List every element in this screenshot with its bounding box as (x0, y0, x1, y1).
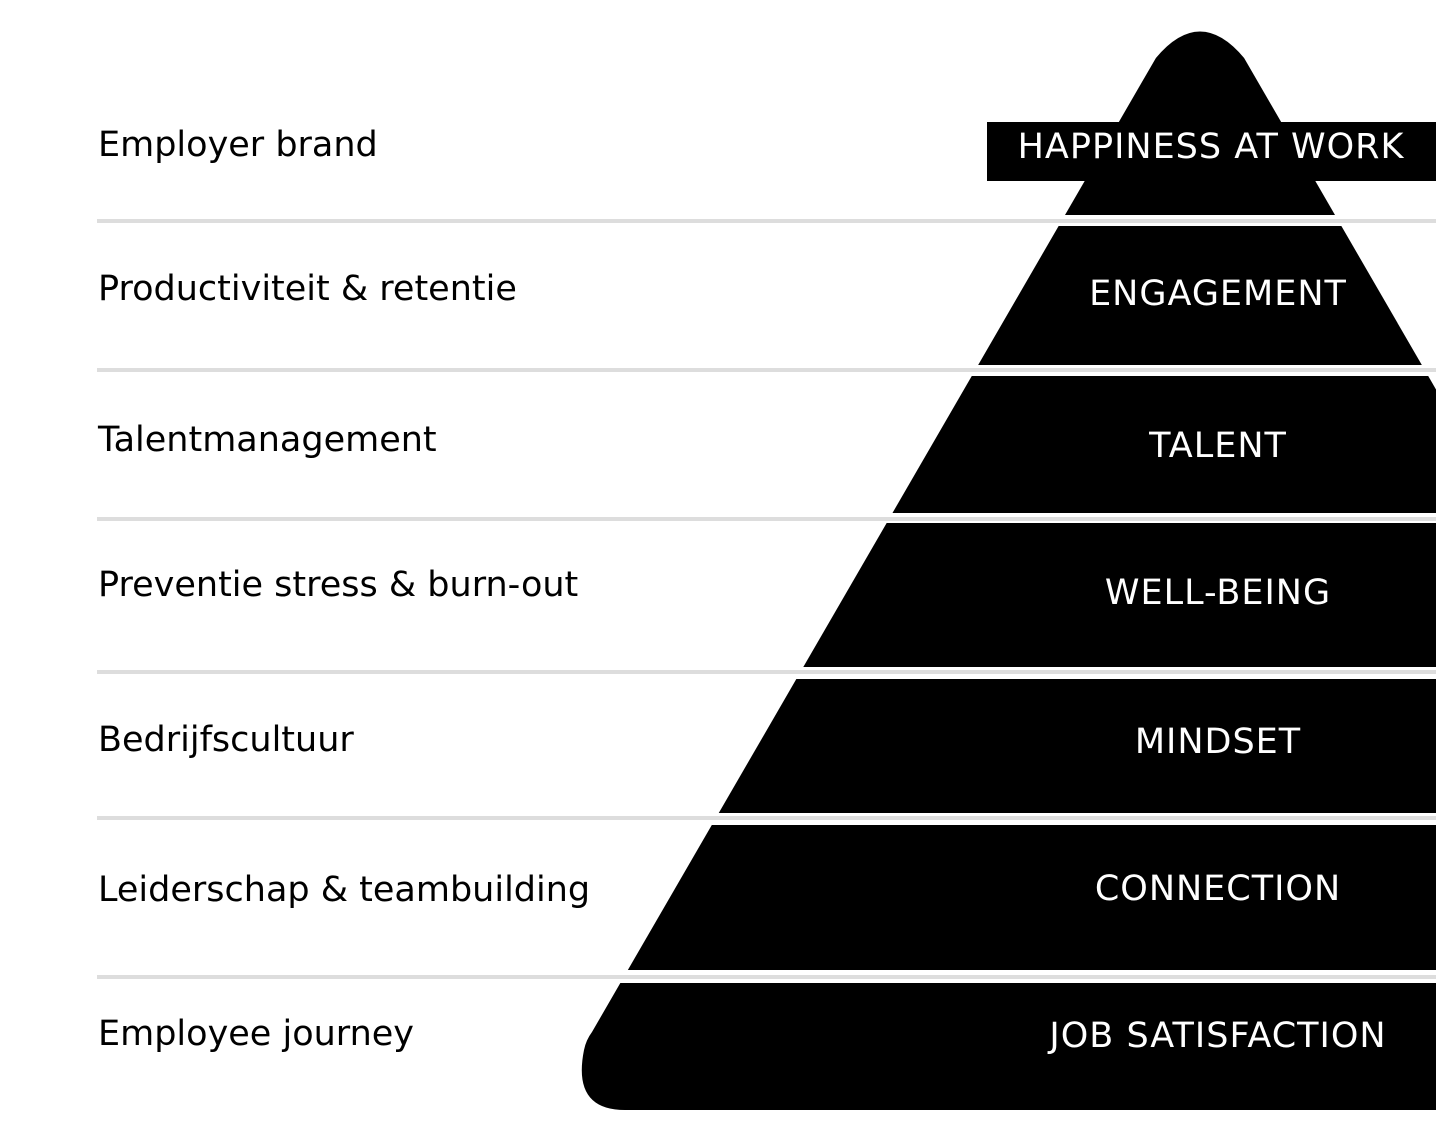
pyramid-level-label: HAPPINESS AT WORK (1017, 127, 1405, 167)
separator-line (97, 975, 1436, 979)
row-description: Leiderschap & teambuilding (98, 870, 591, 910)
pyramid-level-3 (892, 376, 1436, 513)
separator-line (97, 517, 1436, 521)
separator-line (97, 670, 1436, 674)
pyramid-level-6 (627, 825, 1436, 970)
pyramid-level-2 (978, 226, 1422, 365)
pyramid-level-label: WELL-BEING (1104, 573, 1332, 613)
pyramid-level-label: CONNECTION (1094, 869, 1342, 909)
separator-line (97, 219, 1436, 223)
separator-line (97, 816, 1436, 820)
pyramid-level-label: ENGAGEMENT (1089, 274, 1347, 314)
row-description: Productiviteit & retentie (98, 269, 517, 309)
separator-line (97, 368, 1436, 372)
pyramid-level-4 (803, 523, 1436, 667)
row-description: Talentmanagement (98, 420, 437, 460)
row-description: Bedrijfscultuur (98, 720, 354, 760)
row-description: Employee journey (98, 1014, 414, 1054)
pyramid-level-label: MINDSET (1134, 722, 1302, 762)
pyramid-level-label: JOB SATISFACTION (1049, 1016, 1387, 1056)
pyramid-level-5 (718, 679, 1436, 813)
pyramid-level-label: TALENT (1149, 426, 1287, 466)
pyramid-level-7 (581, 983, 1436, 1110)
row-description: Preventie stress & burn-out (98, 565, 579, 605)
happiness-label-box (987, 122, 1436, 181)
row-description: Employer brand (98, 125, 378, 165)
